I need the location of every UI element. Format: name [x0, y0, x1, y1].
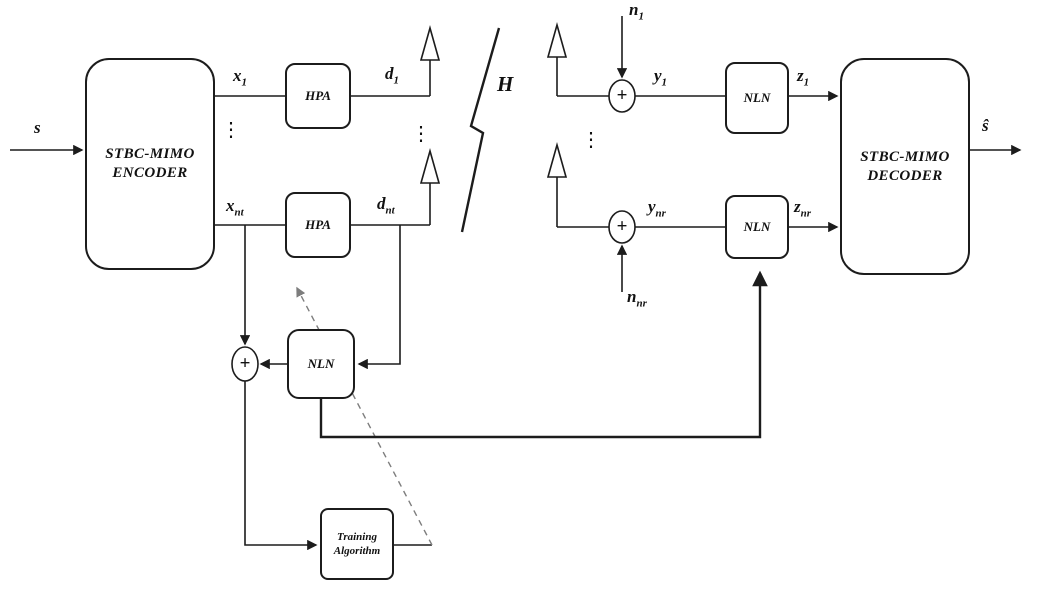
label-znr-sub: nr [800, 207, 812, 220]
label-z1: z1 [797, 66, 809, 88]
label-y1: y1 [654, 66, 667, 88]
label-ynr-base: y [648, 197, 656, 216]
label-xnt-sub: nt [234, 206, 244, 219]
label-nnr: nnr [627, 287, 647, 309]
training-block: Training Algorithm [320, 508, 394, 580]
tx-antenna-1-icon [419, 25, 441, 61]
label-d1: d1 [385, 64, 399, 86]
vdots-tx-antennas: ⋮ [411, 123, 431, 145]
label-y1-sub: 1 [661, 76, 668, 89]
nln-rx-nr-label: NLN [743, 219, 771, 234]
wire-weights-copy [319, 270, 768, 439]
label-shat-base: ŝ [982, 116, 989, 135]
label-dnt-base: d [377, 194, 386, 213]
label-n1: n1 [629, 0, 644, 22]
tx-antenna-nt-icon [419, 148, 441, 184]
label-n1-base: n [629, 0, 639, 19]
channel-bolt-icon [460, 27, 501, 233]
hpa-nt-label: HPA [305, 217, 331, 232]
label-s: s [34, 118, 41, 140]
rx-antenna-nr-icon [546, 142, 568, 178]
encoder-block: STBC-MIMO ENCODER [85, 58, 215, 270]
decoder-block: STBC-MIMO DECODER [840, 58, 970, 275]
label-shat: ŝ [982, 116, 989, 136]
label-ynr-sub: nr [655, 207, 666, 220]
label-znr-base: z [794, 197, 801, 216]
encoder-label-line1: STBC-MIMO [105, 146, 195, 163]
decoder-label-line2: DECODER [867, 167, 943, 184]
label-z1-sub: 1 [803, 76, 810, 89]
label-d1-sub: 1 [393, 74, 400, 87]
label-x1: x1 [233, 66, 247, 88]
plus-icon-adder-2: + [616, 216, 628, 237]
training-label-line2: Algorithm [333, 545, 381, 557]
nln-rx-1-block: NLN [725, 62, 789, 134]
encoder-label-line2: ENCODER [112, 165, 188, 181]
label-x1-base: x [233, 66, 242, 85]
nln-feedback-block: NLN [287, 329, 355, 399]
plus-icon-adder-1: + [616, 85, 628, 106]
training-label-line1: Training [337, 530, 377, 543]
label-dnt-sub: nt [385, 204, 395, 217]
label-s-base: s [34, 118, 41, 137]
nln-rx-nr-block: NLN [725, 195, 789, 259]
vdots-encoder-outputs: ⋮ [221, 119, 241, 141]
label-n1-sub: 1 [638, 10, 644, 23]
label-nnr-sub: nr [636, 297, 647, 310]
label-z1-base: z [797, 66, 804, 85]
wire-adaptation-dashed [296, 286, 433, 546]
label-d1-base: d [385, 64, 394, 83]
label-ynr: ynr [648, 197, 666, 219]
plus-icon-adder-3: + [239, 353, 251, 374]
hpa-nt-block: HPA [285, 192, 351, 258]
label-dnt: dnt [377, 194, 395, 216]
hpa-1-block: HPA [285, 63, 351, 129]
rx-antenna-1-icon [546, 22, 568, 58]
label-channel-H: H [497, 72, 513, 97]
label-znr: znr [794, 197, 811, 219]
label-x1-sub: 1 [241, 76, 248, 89]
nln-feedback-label: NLN [307, 356, 335, 371]
wire-dnt-tap [357, 225, 401, 370]
label-xnt: xnt [226, 196, 244, 218]
label-nnr-base: n [627, 287, 637, 306]
decoder-label-line1: STBC-MIMO [860, 148, 950, 165]
label-H-base: H [497, 72, 514, 96]
label-xnt-base: x [226, 196, 235, 215]
label-y1-base: y [654, 66, 662, 85]
wire-error-to-training [244, 381, 318, 551]
nln-rx-1-label: NLN [743, 90, 771, 105]
hpa-1-label: HPA [305, 88, 331, 103]
vdots-rx-antennas: ⋮ [581, 129, 601, 151]
